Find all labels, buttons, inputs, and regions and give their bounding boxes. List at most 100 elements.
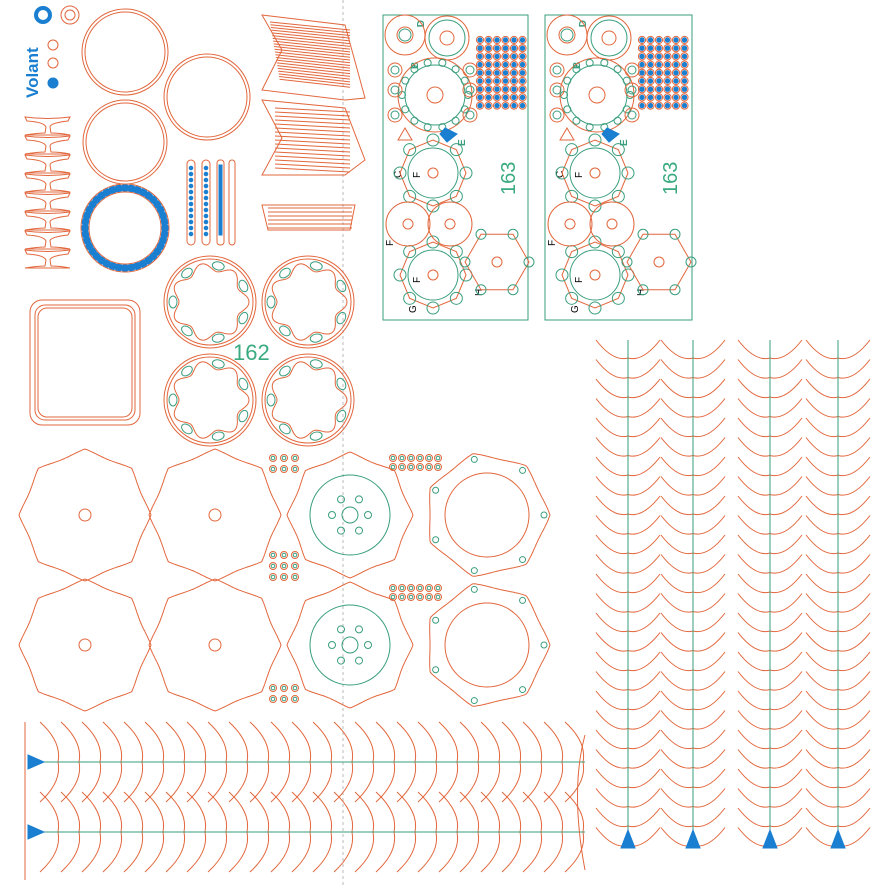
cut-circle [408, 585, 414, 591]
cog-tooth [266, 295, 276, 309]
blue-dot [188, 189, 194, 195]
volant-title: Volant [23, 47, 42, 98]
punch-hole [475, 101, 485, 110]
blue-dot [511, 102, 517, 109]
cut-circle [432, 486, 440, 494]
chevron-slat [274, 48, 351, 58]
cog-tooth [279, 267, 291, 279]
blue-dot [477, 94, 483, 101]
punch-hole [680, 76, 689, 86]
cut-circle [426, 585, 432, 591]
blue-dot [203, 219, 209, 225]
punch-hole [501, 35, 510, 45]
cog-tooth [211, 431, 225, 441]
washer [398, 584, 406, 592]
label-g: G [570, 305, 581, 313]
half-disc [624, 82, 640, 98]
chevron-slat [274, 163, 351, 169]
blue-arrow-marker [27, 754, 46, 770]
large-gear [286, 581, 414, 709]
blue-dot [639, 45, 645, 51]
punch-hole [475, 52, 485, 61]
blue-dot [664, 86, 671, 92]
panel-number: 163 [660, 162, 682, 195]
punch-hole [654, 44, 664, 53]
blue-dot [647, 45, 654, 51]
cut-circle [390, 455, 396, 461]
cut-circle [427, 201, 473, 247]
chevron-slat [272, 35, 351, 45]
gear-b-hole [622, 105, 631, 114]
punch-hole [518, 35, 527, 45]
stick-part [216, 159, 225, 246]
sheet-number-162: 162 [233, 340, 270, 365]
cut-circle [424, 15, 470, 61]
punch-hole [518, 101, 527, 110]
blue-dot [188, 207, 194, 213]
cut-circle [519, 556, 527, 564]
round-cog [163, 255, 257, 349]
cog-tooth [181, 423, 193, 435]
panel-border [382, 14, 529, 321]
blue-dot [188, 231, 194, 237]
cut-circle [399, 585, 405, 591]
punch-hole [663, 101, 672, 110]
gear-notch [565, 291, 579, 305]
punch-hole [654, 93, 664, 102]
washer [389, 584, 397, 592]
cog-tooth [238, 279, 249, 293]
stick-part [228, 159, 236, 246]
cog-tooth [336, 377, 347, 391]
cut-circle [519, 466, 527, 474]
punch-hole [492, 93, 502, 102]
punch-hole [646, 93, 655, 102]
punch-hole [680, 52, 689, 61]
blue-dot [494, 102, 500, 109]
gear-notch [555, 268, 569, 282]
label-f: F [412, 277, 423, 283]
blue-dot [647, 78, 654, 84]
blue-dot [647, 94, 654, 101]
punch-hole [492, 60, 502, 69]
chevron-slat [276, 62, 351, 72]
blue-dot [188, 183, 194, 189]
gear-b-hole [563, 76, 572, 85]
chevron-slat [269, 21, 351, 31]
punch-hole [671, 35, 681, 45]
cut-circle [341, 506, 359, 524]
cut-circle [627, 65, 637, 75]
hex-gear [626, 233, 692, 291]
blue-dot [639, 53, 645, 60]
washer [291, 465, 299, 473]
gear-b [566, 64, 628, 126]
cog-tooth [168, 295, 178, 309]
blue-dot [203, 183, 209, 189]
gear-notch [426, 133, 440, 147]
gear-notch [588, 199, 602, 213]
bead-ring [80, 183, 170, 273]
cog-tooth [336, 311, 347, 325]
gear-notch [393, 268, 407, 282]
gear-notch [611, 245, 625, 259]
cut-circle [426, 455, 432, 461]
blue-dot-marker [47, 77, 59, 89]
punch-hole [518, 85, 527, 94]
chevron-slat [274, 147, 351, 153]
gear-b-hole [600, 58, 609, 67]
cut-circle [569, 147, 621, 199]
stick-part [201, 159, 211, 246]
blue-dot [502, 94, 509, 101]
cut-circle [564, 218, 576, 230]
gear-b-hole [572, 65, 581, 74]
cut-circle [627, 85, 637, 95]
cut-circle [432, 536, 440, 544]
blue-arrow-marker [685, 828, 701, 849]
punch-hole [646, 52, 655, 61]
blue-dot [681, 94, 688, 101]
half-disc [462, 107, 478, 123]
cut-circle [408, 594, 414, 600]
gear-b-hole [423, 123, 432, 132]
gear-notch [588, 133, 602, 147]
panel-number: 163 [498, 162, 520, 195]
cut-circle [552, 65, 562, 75]
